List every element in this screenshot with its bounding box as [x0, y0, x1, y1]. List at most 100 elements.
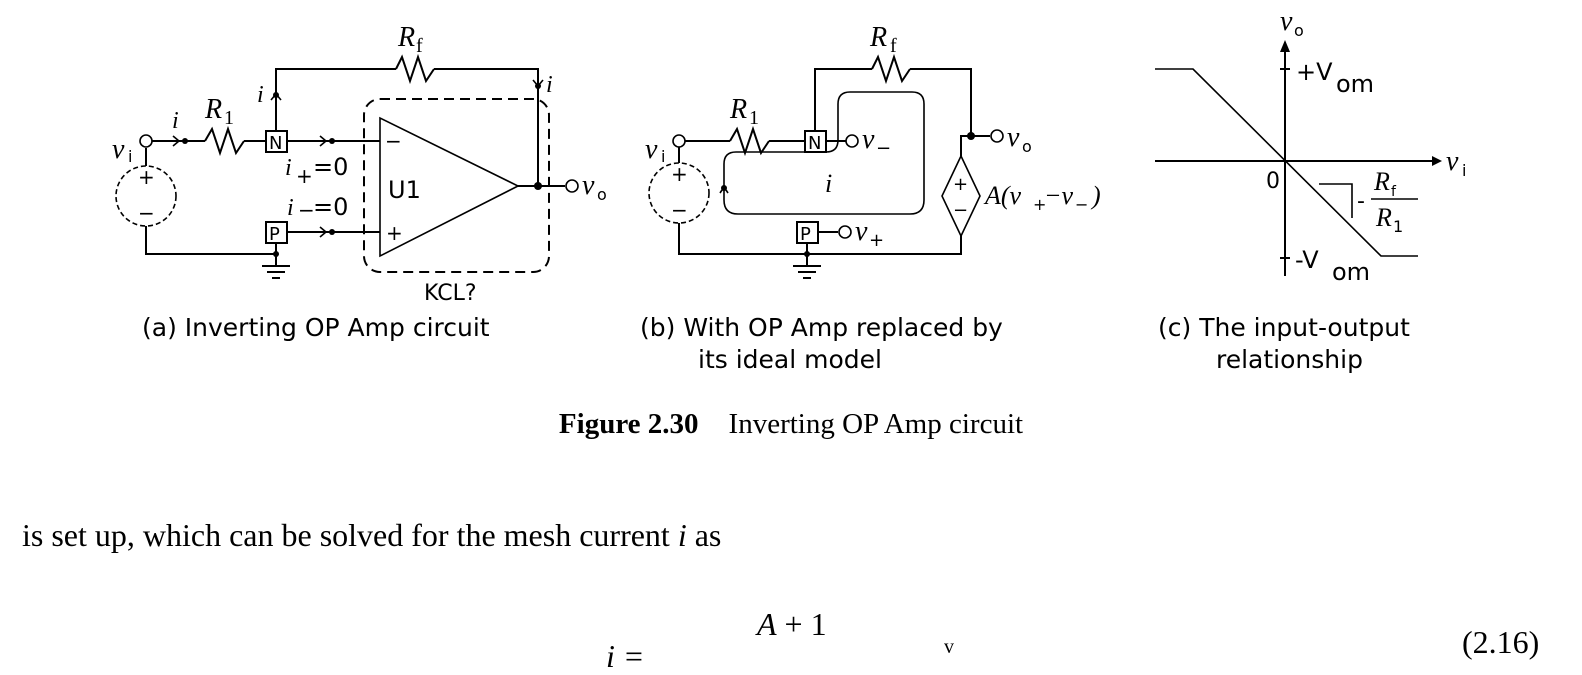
source-plus-sign: +: [138, 165, 155, 189]
svg-text:R: R: [1375, 203, 1392, 232]
svg-text:): ): [1090, 181, 1101, 210]
resistor-r1-icon: [729, 125, 770, 157]
svg-text:+: +: [386, 221, 403, 245]
svg-text:f: f: [1391, 184, 1397, 200]
caption-a: (a) Inverting OP Amp circuit: [142, 313, 490, 342]
svg-text:v: v: [582, 170, 595, 201]
panel-a-inverting-circuit: + − v i i R 1 N i R f i i +: [112, 22, 607, 342]
svg-text:+: +: [1033, 195, 1046, 214]
svg-text:+: +: [296, 164, 313, 188]
svg-text:P: P: [269, 224, 280, 245]
y-axis-arrow-icon: [1280, 40, 1290, 52]
svg-text:N: N: [808, 133, 821, 154]
svg-text:−: −: [1075, 195, 1088, 214]
voltage-source-icon: [648, 162, 710, 224]
svg-text:+V: +V: [1296, 58, 1333, 86]
opamp-triangle-icon: [379, 116, 520, 258]
svg-text:−: −: [298, 198, 315, 222]
svg-text:o: o: [597, 185, 607, 204]
figure-2-30: + − v i i R 1 N i R f i i +: [112, 6, 1466, 374]
svg-text:f: f: [890, 35, 897, 57]
figure-title: Inverting OP Amp circuit: [728, 408, 1024, 440]
equation-rhs-fragment: v: [944, 636, 954, 658]
svg-text:R: R: [204, 94, 222, 125]
voltage-source-icon: [115, 165, 177, 227]
resistor-r1-icon: [204, 125, 245, 157]
source-minus-sign: −: [138, 201, 155, 225]
svg-text:o: o: [1022, 137, 1032, 156]
figure-caption: Figure 2.30 Inverting OP Amp circuit: [0, 408, 1582, 441]
svg-text:v: v: [855, 216, 868, 247]
svg-text:R: R: [397, 22, 415, 53]
svg-text:−v: −v: [1044, 181, 1074, 210]
ground-icon: [262, 265, 290, 279]
svg-text:−: −: [671, 198, 688, 222]
caption-b-line2: its ideal model: [698, 345, 882, 374]
svg-text:+: +: [869, 230, 884, 251]
svg-text:i: i: [257, 82, 264, 108]
svg-text:v: v: [1007, 122, 1020, 153]
resistor-rf-icon: [871, 53, 911, 85]
transfer-curve: [1155, 68, 1418, 257]
panel-c-transfer-characteristic: v i v o 0 - R f R 1 +V om -V om (c) The …: [1155, 6, 1466, 374]
caption-c-line2: relationship: [1216, 345, 1363, 374]
equation-lhs: i =: [606, 638, 645, 674]
svg-text:KCL?: KCL?: [424, 281, 477, 306]
svg-text:v: v: [1446, 146, 1459, 177]
equation-tag: (2.16): [1462, 624, 1540, 660]
svg-text:1: 1: [1393, 217, 1403, 236]
input-terminal: [139, 134, 153, 148]
svg-text:i: i: [825, 169, 832, 198]
svg-text:i: i: [285, 155, 292, 181]
svg-text:1: 1: [749, 107, 759, 129]
svg-text:-: -: [1357, 189, 1365, 214]
output-terminal: [565, 179, 579, 193]
svg-text:R: R: [729, 94, 747, 125]
svg-text:i: i: [287, 195, 294, 221]
svg-text:v: v: [645, 134, 658, 165]
svg-text:0: 0: [1266, 169, 1280, 194]
equation-numerator: A + 1: [757, 606, 827, 642]
svg-text:i: i: [661, 147, 665, 166]
panel-b-ideal-model: + − v i R 1 N v − R f v o + − A(v + −v: [640, 22, 1101, 374]
svg-text:−: −: [385, 129, 402, 153]
svg-text:=0: =0: [313, 193, 348, 221]
svg-text:P: P: [800, 224, 811, 245]
opamp-label: U1: [388, 176, 421, 204]
svg-text:f: f: [416, 35, 423, 57]
slope-triangle: [1319, 183, 1353, 218]
svg-text:-V: -V: [1295, 246, 1319, 274]
svg-text:o: o: [1294, 21, 1304, 40]
svg-text:−: −: [876, 138, 891, 159]
svg-text:i: i: [128, 147, 132, 166]
mesh-current-var: i: [677, 517, 687, 553]
svg-text:v: v: [1280, 6, 1293, 37]
svg-text:R: R: [869, 22, 887, 53]
equation-2-16: i = A + 1 v (2.16): [0, 600, 1582, 674]
kcl-boundary: [363, 98, 550, 273]
source-label: v: [112, 134, 125, 165]
mesh-current-loop: [723, 91, 925, 215]
body-paragraph: is set up, which can be solved for the m…: [22, 517, 722, 553]
svg-text:N: N: [269, 133, 282, 154]
x-axis-arrow-icon: [1432, 156, 1442, 166]
svg-text:om: om: [1332, 258, 1370, 286]
svg-text:R: R: [1373, 167, 1390, 196]
svg-text:A(v: A(v: [983, 181, 1022, 210]
svg-text:−: −: [953, 200, 968, 221]
svg-text:om: om: [1336, 70, 1374, 98]
svg-text:v: v: [862, 124, 875, 155]
svg-text:=0: =0: [313, 153, 348, 181]
svg-text:1: 1: [224, 107, 234, 129]
caption-b-line1: (b) With OP Amp replaced by: [640, 313, 1003, 342]
resistor-rf-icon: [395, 53, 435, 85]
figure-number: Figure 2.30: [558, 408, 699, 440]
caption-c-line1: (c) The input-output: [1158, 313, 1410, 342]
current-arrow-icon: [172, 135, 181, 147]
svg-text:+: +: [953, 174, 968, 195]
svg-text:+: +: [671, 162, 688, 186]
svg-text:i: i: [546, 72, 553, 98]
svg-text:i: i: [1462, 161, 1466, 180]
ground-icon: [793, 265, 821, 279]
dependent-source-icon: [941, 154, 981, 238]
